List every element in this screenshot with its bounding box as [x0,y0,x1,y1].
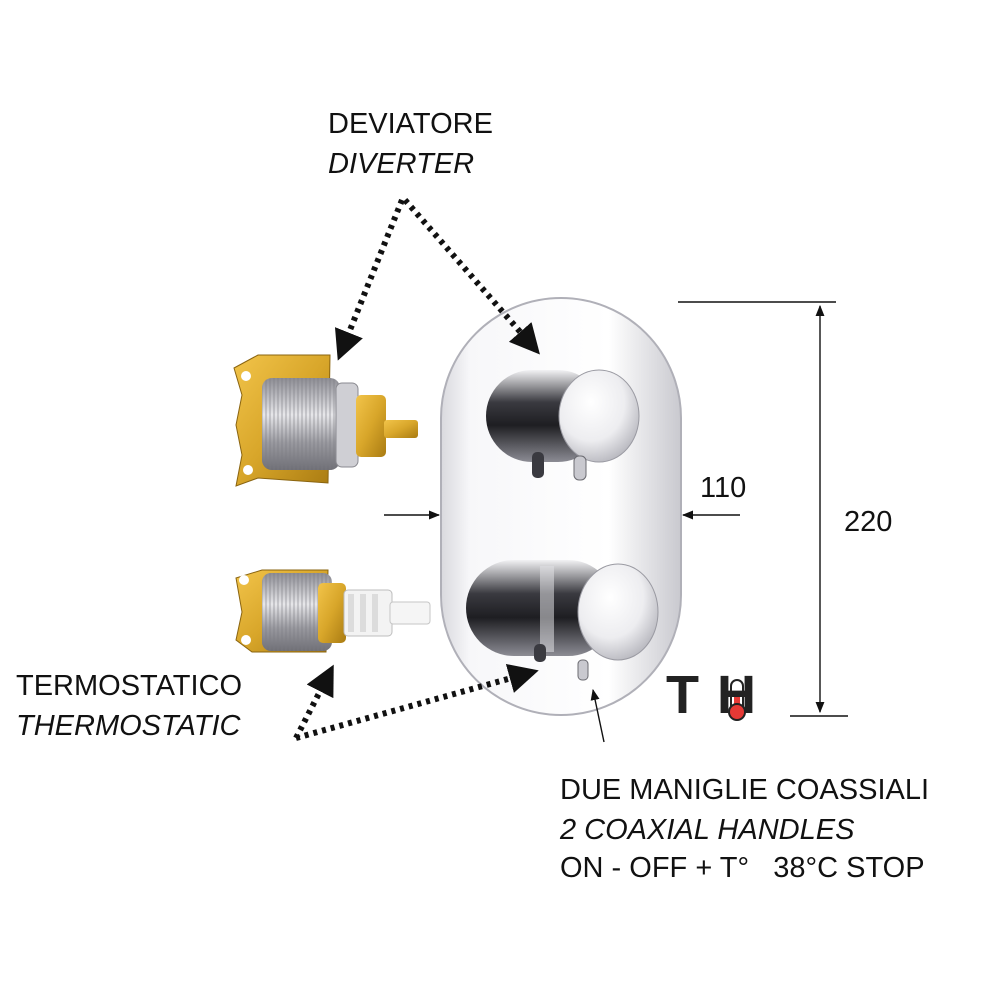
handles-label-en: 2 COAXIAL HANDLES [560,814,855,846]
thermostatic-valve-illustration [235,569,431,653]
height-dimension-line [678,301,848,717]
thermostatic-pointer-arrows [293,663,539,741]
diverter-valve-illustration [233,354,418,487]
handles-label-it: DUE MANIGLIE COASSIALI [560,774,930,806]
thermometer-logo-icon [728,679,746,721]
thermostatic-label-en: THERMOSTATIC [16,710,241,742]
diverter-pointer-arrows [334,198,540,361]
diverter-knob [486,369,640,481]
handles-spec-label: ON - OFF + T° 38°C STOP [560,852,925,884]
height-dimension-value: 220 [844,506,893,538]
diverter-label-it: DEVIATORE [328,108,493,140]
diverter-label-en: DIVERTER [328,148,475,180]
handles-pointer [590,688,605,743]
brand-logo-letters: TH [666,665,774,725]
thermostatic-knob [466,560,659,681]
width-dimension-value: 110 [700,472,747,504]
thermostatic-label-it: TERMOSTATICO [16,670,243,702]
